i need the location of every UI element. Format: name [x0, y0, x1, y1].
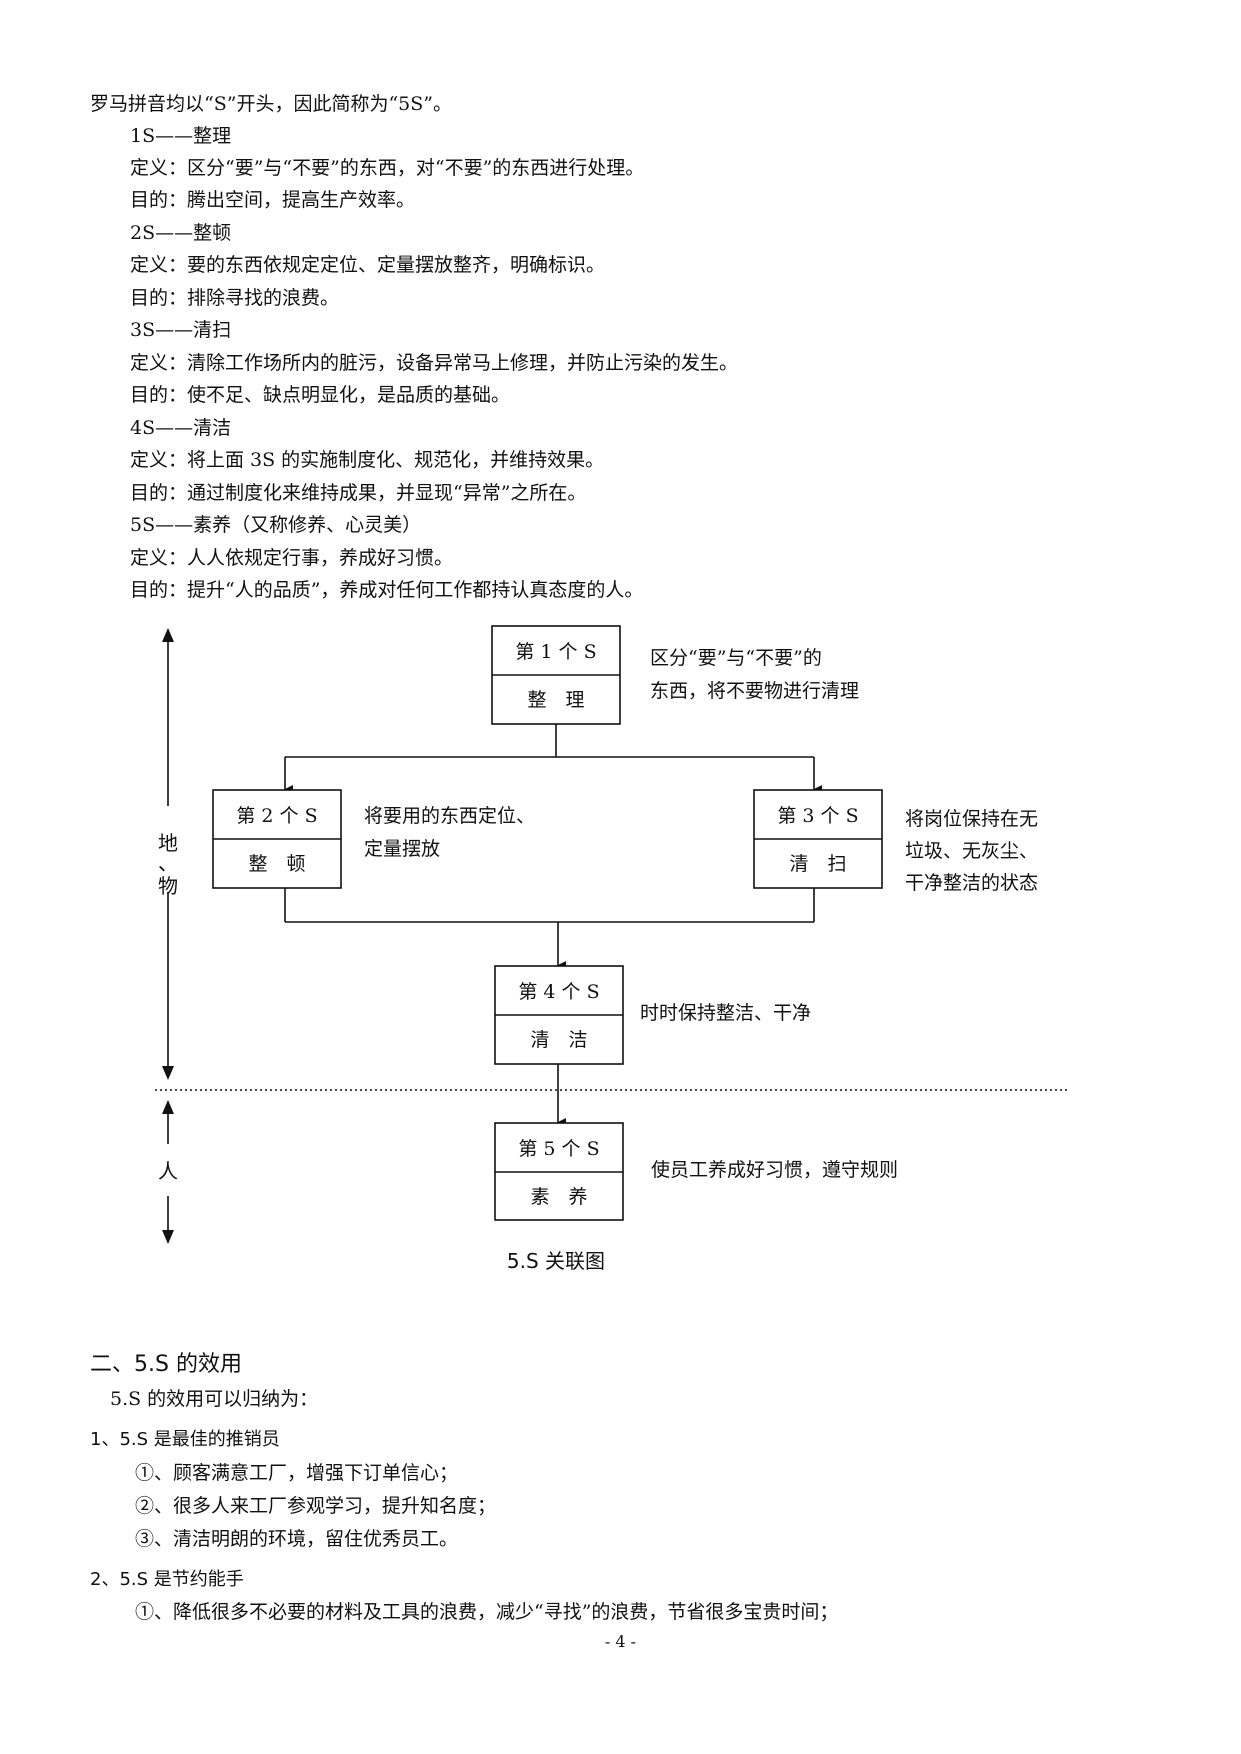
box-1-desc-line-1: 区分“要”与“不要”的	[650, 647, 822, 669]
box-2-desc-line-1: 将要用的东西定位、	[364, 805, 535, 827]
box-1-desc-line-2: 东西，将不要物进行清理	[650, 680, 859, 702]
box-3-desc-line-1: 将岗位保持在无	[905, 808, 1038, 830]
item-4-purpose: 目的：通过制度化来维持成果，并显现“异常”之所在。	[130, 482, 587, 504]
box-3-seiso: 第 3 个 S 清 扫	[753, 789, 883, 889]
box-1-seiri: 第 1 个 S 整 理	[491, 625, 621, 725]
item-5-definition: 定义：人人依规定行事，养成好习惯。	[130, 547, 454, 569]
item-2-title: 2S——整顿	[130, 222, 232, 244]
box-5-top-label: 第 5 个 S	[518, 1138, 599, 1160]
box-2-desc-line-2: 定量摆放	[364, 838, 440, 860]
item-5-title: 5S——素养（又称修养、心灵美）	[130, 514, 422, 536]
side-arrow-place-things: 地 、 物	[158, 628, 178, 1080]
box-3-bottom-label: 清 扫	[789, 853, 846, 875]
side-arrow-people: 人	[158, 1100, 178, 1244]
box-4-top-label: 第 4 个 S	[518, 981, 599, 1003]
subsection-1-point-2: ②、很多人来工厂参观学习，提升知名度；	[135, 1495, 497, 1517]
section-2-heading: 二、5.S 的效用	[90, 1352, 242, 1377]
item-1-definition: 定义：区分“要”与“不要”的东西，对“不要”的东西进行处理。	[130, 157, 645, 179]
side-label-people: 人	[158, 1159, 178, 1183]
box-4-bottom-label: 清 洁	[530, 1029, 587, 1051]
intro-text: 罗马拼音均以“S”开头，因此简称为“5S”。	[90, 93, 452, 115]
item-3-purpose: 目的：使不足、缺点明显化，是品质的基础。	[130, 384, 511, 406]
item-1-title: 1S——整理	[130, 125, 232, 147]
item-2-definition: 定义：要的东西依规定定位、定量摆放整齐，明确标识。	[130, 254, 606, 276]
box-5-shitsuke: 第 5 个 S 素 养	[494, 1122, 624, 1221]
item-1-purpose: 目的：腾出空间，提高生产效率。	[130, 189, 416, 211]
section-2-intro: 5.S 的效用可以归纳为：	[110, 1388, 319, 1410]
side-label-things: 物	[158, 874, 178, 898]
box-4-desc-line-1: 时时保持整洁、干净	[640, 1002, 811, 1024]
box-1-bottom-label: 整 理	[527, 689, 584, 711]
subsection-1-heading: 1、5.S 是最佳的推销员	[90, 1429, 280, 1450]
box-3-desc-line-2: 垃圾、无灰尘、	[905, 840, 1038, 862]
item-4-title: 4S——清洁	[130, 417, 232, 439]
side-label-ground: 地	[158, 831, 178, 855]
box-4-seiketsu: 第 4 个 S 清 洁	[494, 965, 624, 1065]
item-2-purpose: 目的：排除寻找的浪费。	[130, 287, 340, 309]
box-2-seiton: 第 2 个 S 整 顿	[212, 789, 342, 889]
item-3-definition: 定义：清除工作场所内的脏污，设备异常马上修理，并防止污染的发生。	[130, 352, 739, 374]
subsection-2-point-1: ①、降低很多不必要的材料及工具的浪费，减少“寻找”的浪费，节省很多宝贵时间；	[135, 1601, 839, 1623]
box-3-desc-line-3: 干净整洁的状态	[905, 872, 1038, 894]
item-3-title: 3S——清扫	[130, 319, 232, 341]
subsection-1-point-1: ①、顾客满意工厂，增强下订单信心；	[135, 1462, 459, 1484]
subsection-2-heading: 2、5.S 是节约能手	[90, 1569, 244, 1590]
page-number: - 4 -	[604, 1632, 637, 1651]
box-1-top-label: 第 1 个 S	[515, 641, 596, 663]
box-5-bottom-label: 素 养	[530, 1186, 587, 1208]
item-5-purpose: 目的：提升“人的品质”，养成对任何工作都持认真态度的人。	[130, 579, 644, 601]
box-2-bottom-label: 整 顿	[248, 853, 305, 875]
box-5-desc-line-1: 使员工养成好习惯，遵守规则	[651, 1159, 898, 1181]
side-label-separator: 、	[158, 851, 178, 875]
diagram-caption: 5.S 关联图	[507, 1249, 605, 1273]
subsection-1-point-3: ③、清洁明朗的环境，留住优秀员工。	[135, 1528, 459, 1550]
item-4-definition: 定义：将上面 3S 的实施制度化、规范化，并维持效果。	[130, 449, 605, 471]
box-3-top-label: 第 3 个 S	[777, 805, 858, 827]
box-2-top-label: 第 2 个 S	[236, 805, 317, 827]
